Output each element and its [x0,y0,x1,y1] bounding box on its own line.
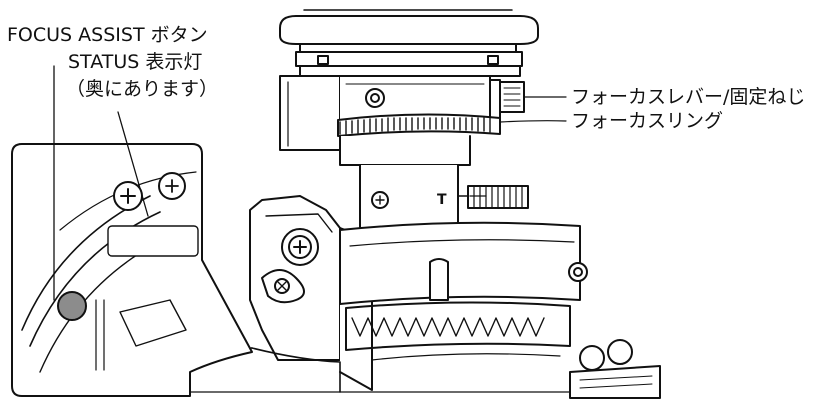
lens-barrel [339,135,529,229]
focus-lever-label: フォーカスレバー/固定ねじ [571,86,806,108]
focus-assist-button-label: FOCUS ASSIST ボタン [7,24,208,46]
focus-ring-label: フォーカスリング [571,110,724,132]
inset-detail-view [11,143,253,397]
top-cap [279,9,539,77]
base-ring [149,221,661,393]
status-lamp-label: STATUS 表示灯 [68,51,203,73]
tele-mark: T [437,192,447,208]
lower-right-component [569,339,661,399]
leader-lines [53,65,487,301]
focus-ring-part [337,113,567,137]
focus-lever-part [499,81,567,113]
status-lamp-note: （奥にあります） [66,78,219,100]
